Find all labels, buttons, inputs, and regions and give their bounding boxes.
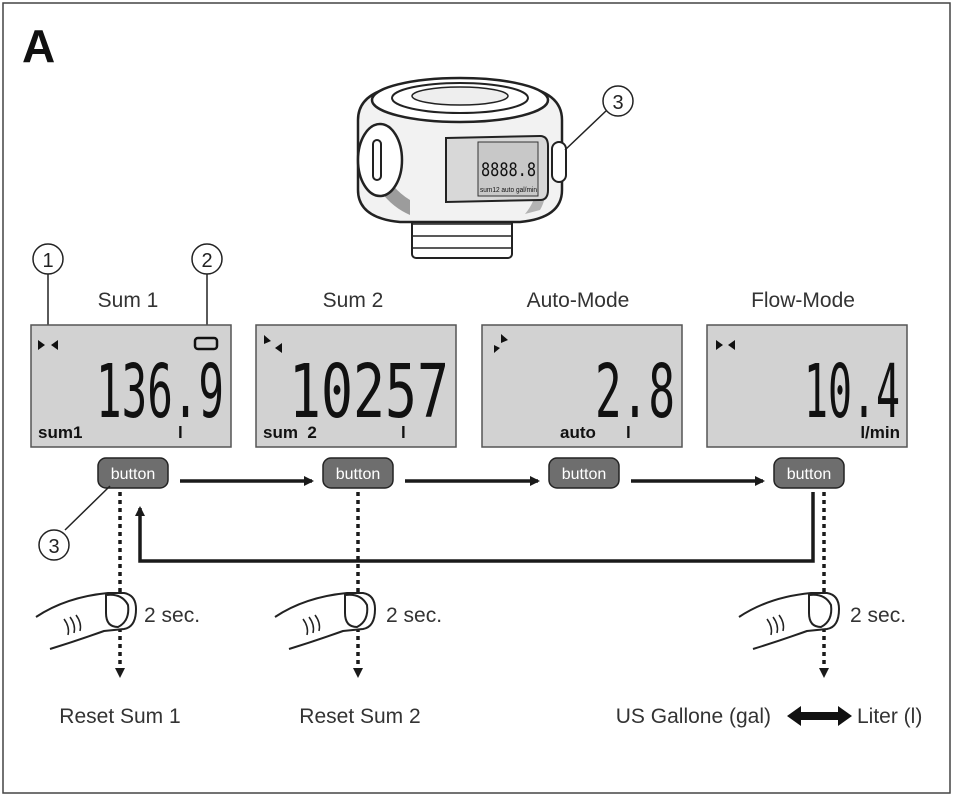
button-auto-label: button — [562, 466, 606, 483]
callout-2-label: 2 — [201, 250, 212, 272]
device-illustration: 8888.8 sum12 auto gal/min — [356, 76, 567, 259]
flow-indicator-icon — [494, 334, 508, 353]
button-sum1-label: button — [111, 466, 155, 483]
flow-indicator-icon — [38, 340, 58, 350]
callout-3-bottom-label: 3 — [48, 536, 59, 558]
device-lcd-bottom: sum12 auto gal/min — [480, 187, 537, 194]
finger-press-icon — [738, 592, 841, 650]
callout-3-top — [602, 85, 634, 117]
lcd-unit-sum2: l — [401, 423, 406, 442]
button-sum1[interactable]: button — [97, 457, 169, 489]
panel-title-auto: Auto-Mode — [527, 289, 630, 312]
lcd-value-auto: 2.8 — [595, 349, 675, 435]
lcd-label-sum2: sum 2 — [263, 423, 317, 442]
lcd-value-sum1: 136.9 — [96, 349, 224, 435]
figure-label: A — [22, 20, 55, 72]
lcd-panel-sum1: 136.9 sum1 l — [30, 324, 232, 448]
flow-indicator-icon — [716, 340, 735, 350]
lcd-value-sum2: 10257 — [289, 349, 449, 435]
hold-duration-flow: 2 sec. — [850, 604, 906, 627]
finger-press-icon — [35, 592, 138, 650]
lcd-label-sum1: sum1 — [38, 423, 82, 442]
device-lcd-digits: 8888.8 — [481, 159, 536, 181]
flow-indicator-icon — [264, 335, 282, 353]
lcd-unit-sum1: l — [178, 423, 183, 442]
lcd-value-flow: 10.4 — [804, 349, 900, 435]
result-reset-sum2: Reset Sum 2 — [299, 705, 420, 728]
device-side-button[interactable] — [551, 141, 567, 183]
lcd-unit-flow: l/min — [860, 423, 900, 442]
callout-3-top-label: 3 — [612, 92, 623, 114]
result-us-gallone: US Gallone (gal) — [616, 705, 771, 728]
result-reset-sum1: Reset Sum 1 — [59, 705, 180, 728]
lcd-panel-auto: 2.8 auto l — [481, 324, 683, 448]
button-flow-label: button — [787, 466, 831, 483]
panel-title-sum1: Sum 1 — [98, 289, 159, 312]
button-sum2[interactable]: button — [322, 457, 394, 489]
panel-title-flow: Flow-Mode — [751, 289, 855, 312]
panel-title-sum2: Sum 2 — [323, 289, 384, 312]
callout-1-label: 1 — [42, 250, 53, 272]
finger-press-icon — [274, 592, 377, 650]
lcd-unit-auto: l — [626, 423, 631, 442]
button-sum2-label: button — [336, 466, 380, 483]
hold-duration-sum1: 2 sec. — [144, 604, 200, 627]
callout-3-bottom — [38, 529, 70, 561]
lcd-label-auto: auto — [560, 423, 596, 442]
double-arrow-icon — [787, 706, 852, 726]
lcd-panel-flow: 10.4 l/min — [706, 324, 908, 448]
result-liter: Liter (l) — [857, 705, 922, 728]
hold-duration-sum2: 2 sec. — [386, 604, 442, 627]
button-flow[interactable]: button — [773, 457, 845, 489]
button-auto[interactable]: button — [548, 457, 620, 489]
lcd-panel-sum2: 10257 sum 2 l — [255, 324, 457, 448]
arrow-return-loop — [135, 492, 815, 563]
battery-icon — [193, 336, 219, 351]
